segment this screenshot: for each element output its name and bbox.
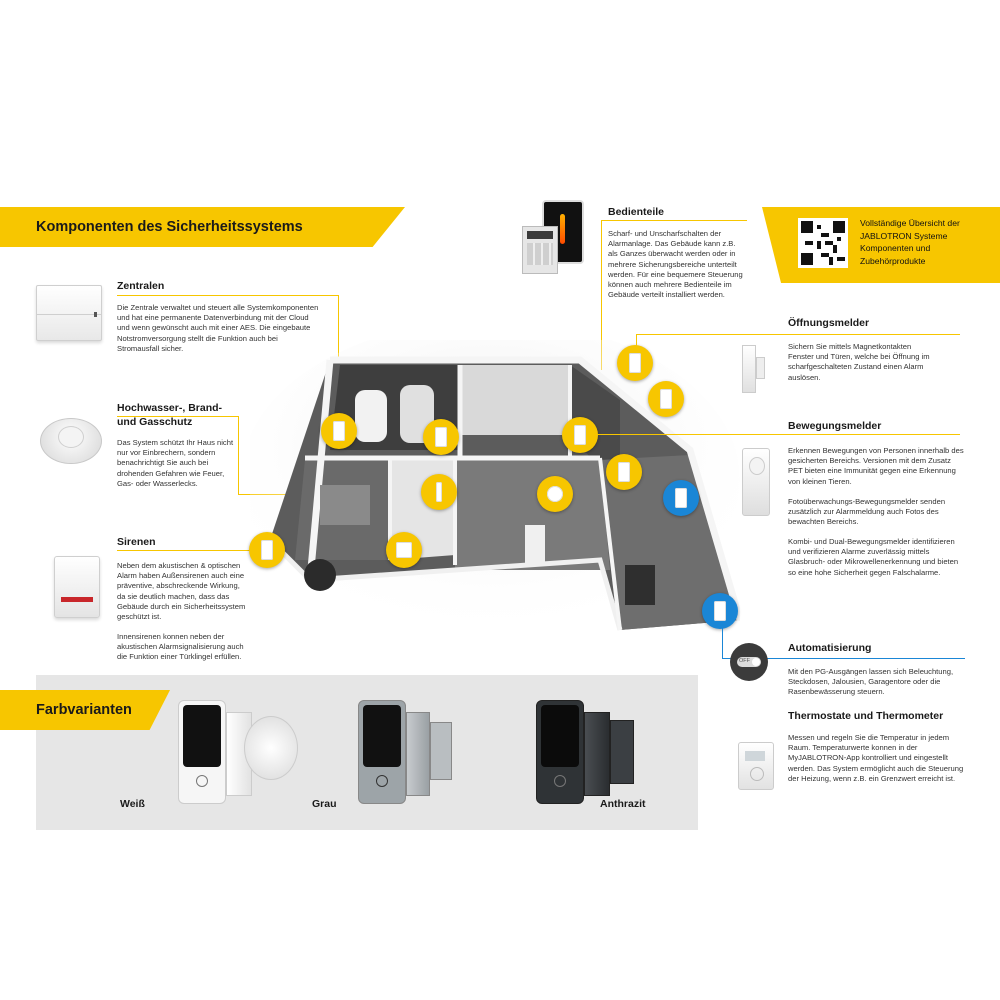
automatisierung-text: Mit den PG-Ausgängen lassen sich Beleuch… bbox=[788, 667, 954, 697]
marker-door-contact-garage[interactable] bbox=[423, 419, 459, 455]
bedienteile-connector bbox=[601, 220, 747, 221]
thermostate-title: Thermostate und Thermometer bbox=[788, 710, 944, 722]
info-text: Vollständige Übersicht der JABLOTRON Sys… bbox=[860, 218, 960, 266]
automatisierung-connector bbox=[722, 658, 965, 659]
marker-siren[interactable] bbox=[249, 532, 285, 568]
thermostat-image bbox=[738, 742, 774, 790]
door-contact-image bbox=[742, 345, 765, 393]
automatisierung-title: Automatisierung bbox=[788, 642, 872, 654]
bewegung-text-1: Erkennen Bewegungen von Personen innerha… bbox=[788, 446, 964, 486]
variant-white-image[interactable] bbox=[178, 700, 298, 804]
sirenen-connector bbox=[117, 550, 269, 551]
hochwasser-title: Hochwasser-, Brand- und Gasschutz bbox=[117, 402, 223, 428]
marker-thermostat[interactable] bbox=[663, 480, 699, 516]
farbvarianten-banner bbox=[0, 690, 170, 730]
bedienteile-title: Bedienteile bbox=[608, 206, 665, 218]
variant-anthracite-image[interactable] bbox=[536, 700, 646, 804]
toggle-label: OFF bbox=[739, 658, 750, 664]
marker-zentrale[interactable] bbox=[321, 413, 357, 449]
qr-code-icon bbox=[801, 221, 845, 265]
qr-code[interactable] bbox=[798, 218, 848, 268]
marker-indoor-siren[interactable] bbox=[386, 532, 422, 568]
marker-water-sensor[interactable] bbox=[421, 474, 457, 510]
marker-motion-detector[interactable] bbox=[606, 454, 642, 490]
siren-image bbox=[54, 556, 100, 618]
zentralen-text: Die Zentrale verwaltet und steuert alle … bbox=[117, 303, 319, 353]
marker-smoke-detector[interactable] bbox=[537, 476, 573, 512]
zentralen-connector bbox=[117, 295, 339, 296]
hochwasser-text: Das System schützt Ihr Haus nicht nur vo… bbox=[117, 438, 234, 488]
oeffnung-connector bbox=[636, 334, 960, 335]
motion-detector-image bbox=[742, 448, 770, 516]
thermostate-text: Messen und regeln Sie die Temperatur in … bbox=[788, 733, 964, 783]
automation-toggle[interactable]: OFF bbox=[730, 643, 768, 681]
title-banner bbox=[0, 207, 405, 247]
smoke-detector-image bbox=[40, 410, 102, 466]
keypad-product-image bbox=[522, 200, 588, 278]
variant-grey-label: Grau bbox=[312, 798, 337, 810]
sirenen-text-2: Innensirenen konnen neben der akustische… bbox=[117, 632, 244, 662]
sirenen-title: Sirenen bbox=[117, 536, 156, 548]
marker-automation[interactable] bbox=[702, 593, 738, 629]
zentralen-title: Zentralen bbox=[117, 280, 165, 292]
marker-window-contact-2[interactable] bbox=[648, 381, 684, 417]
marker-window-contact-1[interactable] bbox=[617, 345, 653, 381]
farbvarianten-title: Farbvarianten bbox=[36, 702, 132, 718]
bewegung-text-2: Fotoüberwachungs-Bewegungsmelder senden … bbox=[788, 497, 946, 527]
variant-anthracite-label: Anthrazit bbox=[600, 798, 646, 810]
variant-white-label: Weiß bbox=[120, 798, 145, 810]
marker-keypad[interactable] bbox=[562, 417, 598, 453]
variant-grey-image[interactable] bbox=[358, 700, 458, 804]
bewegung-connector bbox=[595, 434, 960, 435]
bedienteile-text: Scharf- und Unscharfschalten der Alarman… bbox=[608, 229, 743, 300]
bewegung-text-3: Kombi- und Dual-Bewegungsmelder identifi… bbox=[788, 537, 959, 577]
sirenen-text-1: Neben dem akustischen & optischen Alarm … bbox=[117, 561, 246, 622]
bewegung-title: Bewegungsmelder bbox=[788, 420, 882, 432]
oeffnung-text: Sichern Sie mittels Magnetkontakten Fens… bbox=[788, 342, 930, 382]
control-panel-image bbox=[36, 285, 102, 341]
page-title: Komponenten des Sicherheitssystems bbox=[36, 219, 303, 235]
hochwasser-connector bbox=[117, 416, 239, 417]
oeffnung-title: Öffnungsmelder bbox=[788, 317, 870, 329]
